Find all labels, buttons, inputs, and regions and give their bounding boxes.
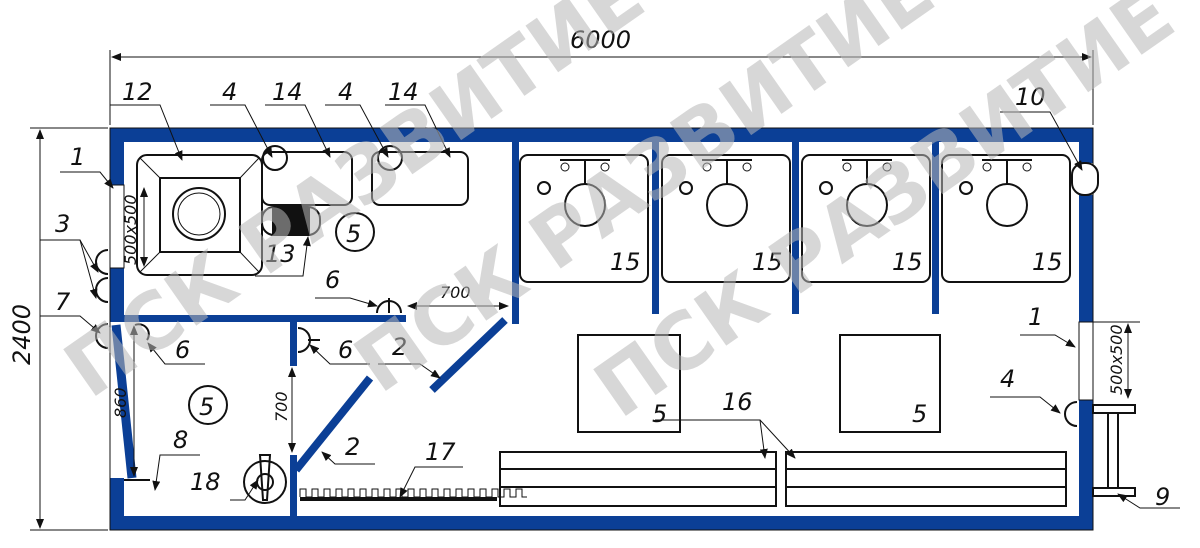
shower-cabins: 15 15 15 15 <box>519 154 1071 283</box>
window-left: 500x500 <box>109 184 148 269</box>
shower-cabin-15: 15 <box>519 154 649 283</box>
callout-6: 6 <box>175 336 190 364</box>
steps-9 <box>1092 404 1136 497</box>
window-right-size: 500x500 <box>1107 324 1126 395</box>
window-left-size: 500x500 <box>121 194 140 265</box>
window-right: 500x500 <box>1078 321 1140 401</box>
shower-cabin-15: 15 <box>801 154 931 283</box>
callout-16: 16 <box>722 388 753 416</box>
callout-labels: 12 4 14 4 14 10 1 3 7 6 13 6 6 2 2 8 18 … <box>55 78 1170 511</box>
callout-4: 4 <box>1000 365 1015 393</box>
callout-17: 17 <box>425 438 456 466</box>
circled-label-text: 5 <box>199 393 214 421</box>
circled-label-text: 5 <box>346 220 361 248</box>
passage-vertical-dim: 700 <box>272 391 291 422</box>
shower-cabin-15: 15 <box>941 154 1071 283</box>
shower-label: 15 <box>1032 248 1063 276</box>
callout-3: 3 <box>55 210 70 238</box>
shower-label: 15 <box>752 248 783 276</box>
callout-6: 6 <box>325 266 340 294</box>
callout-13: 13 <box>265 240 296 268</box>
callout-8: 8 <box>173 426 188 454</box>
callout-14: 14 <box>272 78 303 106</box>
passage-top-dim: 700 <box>440 283 471 302</box>
circled-label: 5 <box>335 212 375 252</box>
callout-2: 2 <box>392 333 407 361</box>
shower-label: 15 <box>892 248 923 276</box>
heater-17 <box>299 488 527 501</box>
table-label: 5 <box>652 400 667 428</box>
callout-6: 6 <box>338 336 353 364</box>
circled-label: 5 <box>188 385 228 425</box>
dimension-width: 2400 <box>8 127 108 531</box>
callout-14: 14 <box>388 78 419 106</box>
width-label: 2400 <box>8 304 36 365</box>
dryer-13 <box>261 206 321 236</box>
leaders <box>40 104 1180 509</box>
callout-1: 1 <box>1028 303 1043 331</box>
bench-16 <box>785 451 1067 507</box>
table-label: 5 <box>912 400 927 428</box>
inner-dimensions: 700 700 860 <box>111 283 509 477</box>
fire-extinguisher-18 <box>243 454 287 504</box>
callout-9: 9 <box>1155 483 1170 511</box>
callout-10: 10 <box>1015 83 1046 111</box>
callout-2: 2 <box>345 433 360 461</box>
watermark-text: ПСК РАЗВИТИЕ <box>579 0 1190 436</box>
callout-7: 7 <box>55 288 71 316</box>
table-5: 5 <box>577 334 681 433</box>
sink-14 <box>261 145 353 206</box>
bench-16 <box>499 451 777 507</box>
callout-18: 18 <box>190 468 221 496</box>
length-label: 6000 <box>570 26 631 54</box>
callout-4: 4 <box>222 78 237 106</box>
callout-12: 12 <box>122 78 153 106</box>
partitions <box>111 142 939 516</box>
watermark: ПСК РАЗВИТИЕ ПСК РАЗВИТИЕ ПСК РАЗВИТИЕ <box>49 0 1190 436</box>
dimension-length: 6000 <box>109 26 1094 125</box>
table-5: 5 <box>839 334 941 433</box>
outer-walls <box>109 127 1094 531</box>
shower-cabin-15: 15 <box>661 154 791 283</box>
door-width-dim: 860 <box>111 387 130 418</box>
fixtures <box>95 249 1078 427</box>
shower-label: 15 <box>610 248 641 276</box>
sink-14 <box>371 145 469 206</box>
callout-4: 4 <box>338 78 353 106</box>
callout-1: 1 <box>70 143 85 171</box>
vent-10 <box>1071 162 1099 196</box>
